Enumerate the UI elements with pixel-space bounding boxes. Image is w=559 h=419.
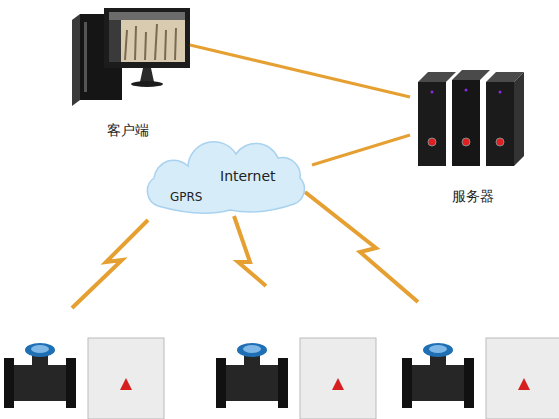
dial-glass xyxy=(31,345,49,353)
node-label: 客户端 xyxy=(65,122,190,140)
node-label: GPRS xyxy=(170,190,203,204)
warning-sign xyxy=(332,378,344,390)
server-buttons xyxy=(428,138,504,146)
monitor-screen xyxy=(109,12,185,62)
node-label: Internet xyxy=(220,168,276,184)
pipe-flange xyxy=(402,358,412,408)
meter-body xyxy=(14,365,66,401)
cloud-shape xyxy=(147,142,304,213)
control-box xyxy=(300,338,376,419)
pipe-flange xyxy=(278,358,288,408)
status-led xyxy=(431,91,434,94)
power-button xyxy=(462,138,470,146)
meter-dial xyxy=(25,343,55,357)
pipe-flange xyxy=(464,358,474,408)
pipe-flange xyxy=(66,358,76,408)
server-top xyxy=(452,70,490,80)
warning-sign xyxy=(120,378,132,390)
screen-bar xyxy=(135,26,136,60)
screen-sidebar xyxy=(109,20,121,62)
warning-sign xyxy=(518,378,530,390)
meter-station xyxy=(402,338,559,419)
meter-body xyxy=(226,365,278,401)
network-cloud: InternetGPRS xyxy=(140,140,312,218)
lightning-bolt xyxy=(234,216,266,286)
server-unit xyxy=(486,82,514,166)
lightning-bolt xyxy=(72,220,148,308)
meter-station xyxy=(216,338,376,419)
server-unit xyxy=(418,82,446,166)
monitor-stand xyxy=(140,68,154,82)
monitor-frame xyxy=(104,8,190,68)
screen-chart xyxy=(125,24,176,60)
server-leds xyxy=(431,89,502,94)
server-rack xyxy=(418,70,524,166)
desktop-computer xyxy=(72,8,190,106)
control-box xyxy=(486,338,559,419)
network-link xyxy=(312,135,410,165)
screen-bar xyxy=(125,30,127,60)
screen-bar xyxy=(145,32,146,60)
lightning-bolt xyxy=(305,192,418,302)
client-node: 客户端 xyxy=(65,5,190,140)
screen-bar xyxy=(155,24,157,60)
node-label: 服务器 xyxy=(410,188,535,206)
tower-side xyxy=(72,14,80,106)
screen-bar xyxy=(165,30,166,60)
screen-toolbar xyxy=(109,12,185,20)
control-box xyxy=(88,338,164,419)
dial-glass xyxy=(429,345,447,353)
server-top xyxy=(418,72,456,82)
power-button xyxy=(496,138,504,146)
monitor-base xyxy=(131,81,163,87)
screen-bar xyxy=(175,28,176,60)
server-side xyxy=(514,72,524,166)
meter-body xyxy=(412,365,464,401)
tower-front xyxy=(80,14,122,100)
meter-dial xyxy=(423,343,453,357)
pipe-flange xyxy=(4,358,14,408)
network-link xyxy=(190,45,410,97)
power-button xyxy=(428,138,436,146)
server-unit xyxy=(452,80,480,166)
pipe-flange xyxy=(216,358,226,408)
meter-station xyxy=(4,338,164,419)
dial-glass xyxy=(243,345,261,353)
status-led xyxy=(465,89,468,92)
tower-strip xyxy=(84,22,87,92)
server-node: 服务器 xyxy=(410,68,535,206)
status-led xyxy=(499,91,502,94)
meter-dial xyxy=(237,343,267,357)
